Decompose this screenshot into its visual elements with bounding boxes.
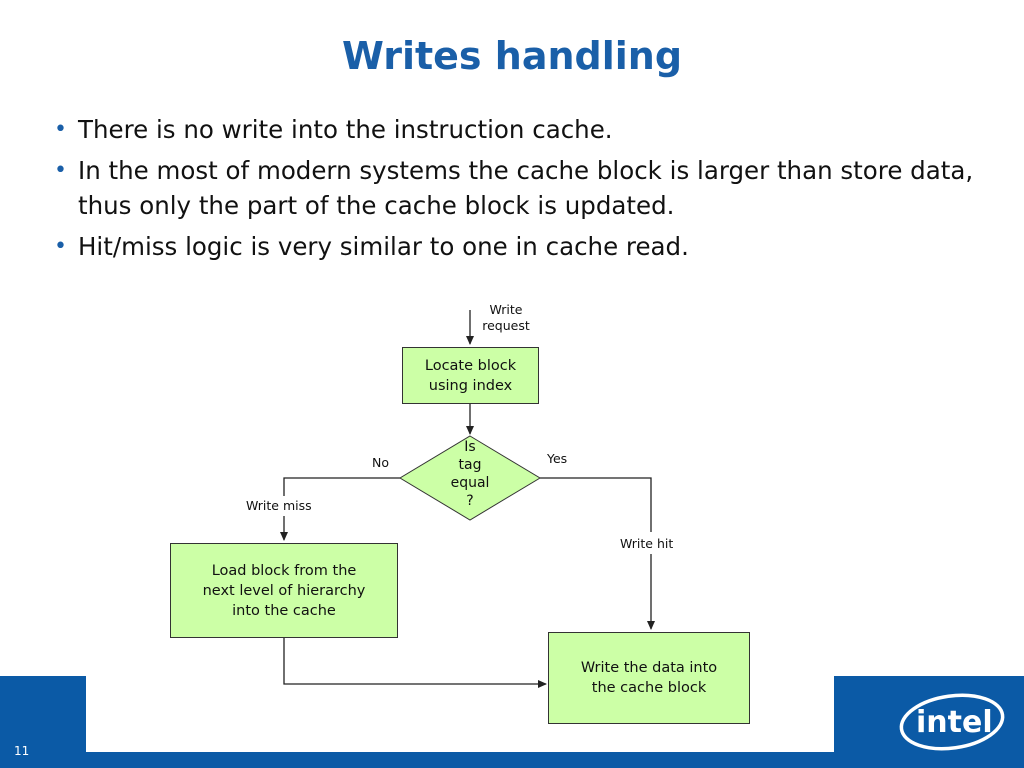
locate-line: Locate block (424, 357, 517, 374)
write-line: the cache block (591, 680, 707, 696)
bullet-dot-icon: • (54, 158, 67, 183)
bullet-item: • In the most of modern systems the cach… (52, 153, 992, 223)
load-line: next level of hierarchy (202, 582, 366, 599)
start-label: Write request (470, 302, 542, 334)
load-line: into the cache (232, 602, 336, 619)
bullet-list: • There is no write into the instruction… (52, 112, 992, 270)
decision-text: Is tag equal ? (440, 438, 500, 510)
intel-logo-icon: intel (899, 693, 1005, 751)
slide-title: Writes handling (341, 34, 683, 78)
start-label-line: Write (489, 302, 523, 317)
bullet-item: • Hit/miss logic is very similar to one … (52, 229, 992, 264)
decision-line: tag (458, 457, 482, 473)
yes-label: Yes (547, 451, 568, 466)
write-miss-label: Write miss (246, 498, 312, 513)
load-line: Load block from the (211, 562, 357, 579)
decision-diamond (399, 435, 541, 521)
load-block-box: Load block from the next level of hierar… (170, 543, 398, 638)
write-hit-label: Write hit (620, 536, 674, 551)
locate-block-box: Locate block using index (402, 347, 539, 404)
decision-line: equal (450, 475, 490, 491)
write-line: Write the data into (580, 660, 718, 676)
bullet-text: There is no write into the instruction c… (78, 115, 613, 144)
bullet-dot-icon: • (54, 117, 67, 142)
arrow-load-to-write (283, 638, 547, 688)
intel-logo-text: intel (916, 705, 993, 740)
footer-bar (0, 752, 1024, 768)
page-number: 11 (14, 744, 30, 758)
arrow-yes-branch (540, 477, 652, 532)
bullet-text: In the most of modern systems the cache … (78, 156, 974, 220)
no-label: No (372, 455, 389, 470)
bullet-item: • There is no write into the instruction… (52, 112, 992, 147)
write-data-box: Write the data into the cache block (548, 632, 750, 724)
bullet-dot-icon: • (54, 234, 67, 259)
decision-line: ? (466, 493, 474, 509)
arrow-no-branch (283, 477, 400, 496)
decision-line: Is (464, 439, 476, 455)
locate-line: using index (428, 377, 513, 394)
bullet-text: Hit/miss logic is very similar to one in… (78, 232, 689, 261)
start-label-line: request (482, 318, 530, 333)
